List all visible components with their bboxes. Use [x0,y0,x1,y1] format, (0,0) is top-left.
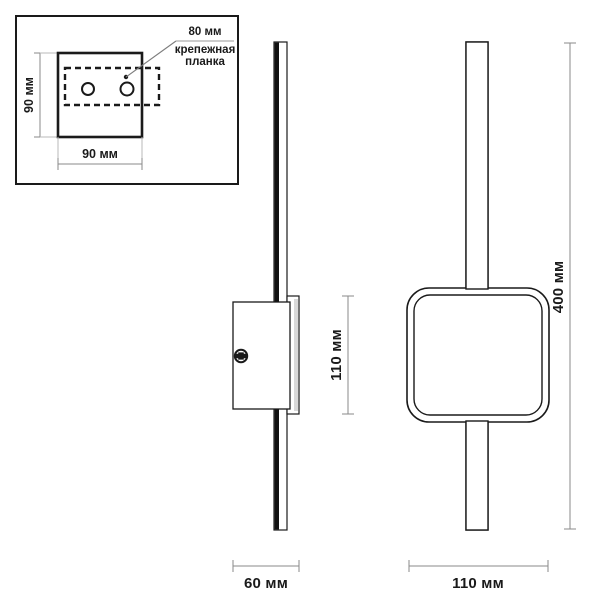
front-height-dimension: 400 мм [550,42,576,530]
callout-dimension-label: 80 мм [188,26,221,38]
front-bar-upper [465,41,489,290]
front-height-label: 400 мм [550,261,567,314]
side-body-height-dimension: 110 мм [328,295,354,415]
side-depth-dimension: 60 мм [232,560,300,592]
front-frame-inner [413,294,543,416]
bracket-dashed-outline [63,66,161,107]
phillips-screw [233,348,249,364]
inset-height-dimension: 90 мм [22,52,58,138]
callout-leader [123,40,234,80]
front-view: 400 мм 110 мм [406,41,576,592]
inset-width-label: 90 мм [82,147,118,161]
inset-width-dimension: 90 мм [57,137,143,170]
side-back-plate-shade [294,299,298,411]
side-body-height-label: 110 мм [328,329,345,381]
front-width-label: 110 мм [452,575,504,592]
inset-mounting-plate-detail: 90 мм 80 мм крепежная планка 90 мм [15,15,239,185]
side-view: 110 мм 60 мм [232,41,354,592]
inset-height-label: 90 мм [22,77,36,113]
callout-part-label-line2: планка [185,56,225,68]
front-bar-lower [465,420,489,531]
mounting-hole-right [119,81,135,97]
side-depth-label: 60 мм [244,575,288,592]
mounting-hole-left [81,82,95,96]
side-light-bar-edge [274,42,279,530]
callout-part-label-line1: крепежная [175,44,236,56]
front-width-dimension: 110 мм [408,560,549,592]
